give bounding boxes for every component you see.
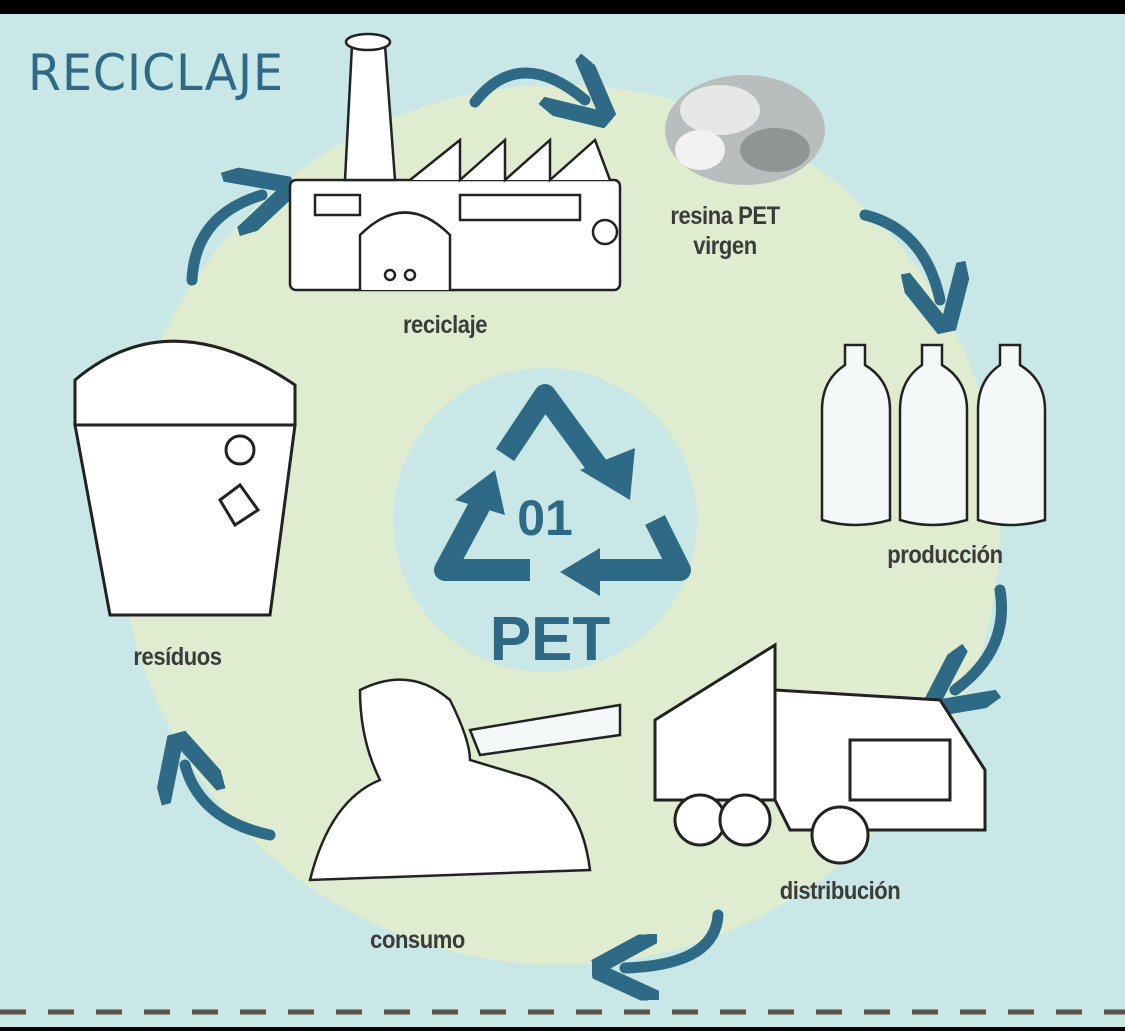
material-label: PET [489, 605, 611, 674]
stage-label-distribucion: distribución [779, 877, 901, 905]
diagram-graphics [0, 32, 1125, 1015]
arrow-icon [186, 195, 262, 286]
center-circle [393, 368, 697, 672]
stage-label-consumo: consumo [370, 926, 465, 954]
stage-label-resina: resina PET virgen [663, 201, 786, 261]
arrow-icon [185, 765, 276, 841]
trash-bin-icon [73, 339, 297, 617]
stage-label-resina-line2: virgen [693, 232, 757, 260]
recycle-symbol-icon [434, 384, 691, 596]
stage-label-produccion: producción [887, 541, 1003, 569]
cycle-arrows [185, 73, 1008, 968]
arrow-icon [859, 209, 940, 300]
arrow-icon [469, 73, 585, 102]
person-drinking-icon [308, 678, 622, 882]
truck-icon [653, 642, 987, 865]
factory-icon [288, 32, 622, 292]
stage-label-reciclaje: reciclaje [402, 311, 488, 339]
stage-label-residuos: resíduos [133, 643, 222, 671]
resin-code: 01 [517, 490, 573, 546]
pet-resin-pellets-image [665, 75, 825, 185]
bottles-icon [820, 343, 1047, 527]
stage-label-resina-line1: resina PET [670, 202, 780, 230]
arrow-icon [955, 584, 1008, 690]
page-title: RECICLAJE [28, 44, 284, 102]
infographic-canvas: RECICLAJE 01 PET reciclaje resina PET vi… [0, 14, 1125, 1027]
arrow-icon [625, 909, 724, 968]
